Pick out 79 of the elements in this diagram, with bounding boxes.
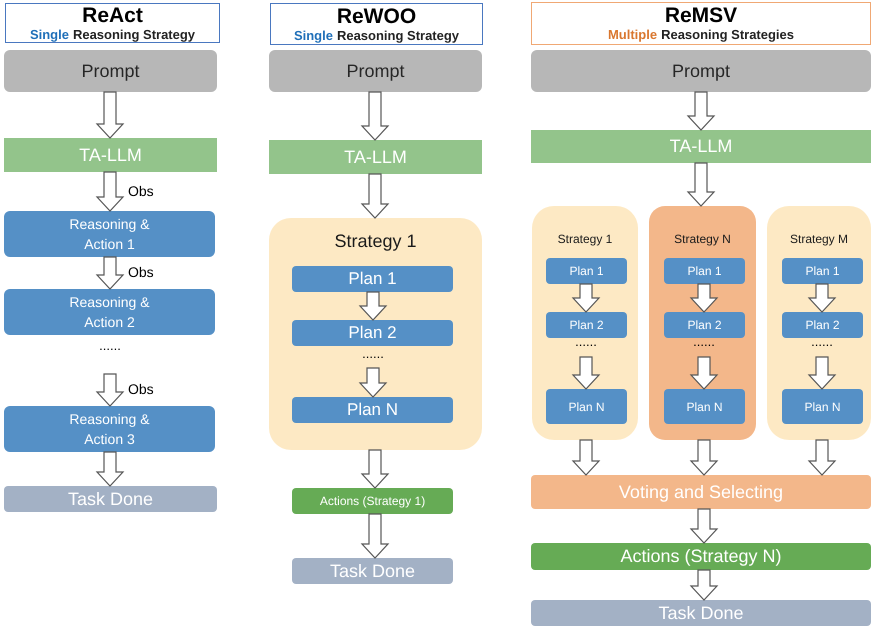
block-arrow <box>360 173 390 219</box>
method-header-box <box>5 3 220 43</box>
plan-box: Plan 2 <box>292 320 453 346</box>
block-arrow <box>360 91 390 141</box>
edge-label: Obs <box>128 381 154 397</box>
block-arrow <box>690 508 718 544</box>
prompt-box: Prompt <box>4 50 217 92</box>
block-arrow <box>358 291 388 321</box>
strategy-title: Strategy M <box>788 231 850 248</box>
plan-box: Plan 2 <box>664 312 745 338</box>
method-title: ReAct <box>82 4 143 26</box>
reasoning-action-box: Reasoning & Action 2 <box>4 289 215 335</box>
ellipsis-dots: ...... <box>99 340 121 352</box>
block-arrow <box>690 356 718 390</box>
block-arrow <box>96 91 124 139</box>
edge-label: Obs <box>128 182 154 198</box>
method-title: ReWOO <box>336 6 416 28</box>
reasoning-action-box: Reasoning & Action 1 <box>4 211 215 257</box>
block-arrow <box>686 91 716 131</box>
plan-box: Plan N <box>664 389 745 424</box>
strategy-title: Strategy N <box>673 231 732 248</box>
voting-box: Voting and Selecting <box>531 475 871 509</box>
block-arrow <box>686 162 716 207</box>
plan-box: Plan 2 <box>782 312 863 338</box>
ellipsis-dots: ...... <box>362 348 384 360</box>
method-header-box <box>531 2 871 45</box>
block-arrow <box>358 367 388 398</box>
strategy-panel <box>269 218 482 450</box>
strategy-title: Strategy 1 <box>556 231 614 248</box>
ellipsis-dots: ...... <box>693 336 715 348</box>
llm-box: TA-LLM <box>531 130 871 163</box>
plan-box: Plan 1 <box>782 258 863 284</box>
block-arrow <box>808 439 836 476</box>
prompt-box: Prompt <box>531 50 871 92</box>
actions-box: Actions (Strategy 1) <box>292 488 453 514</box>
block-arrow <box>808 356 836 390</box>
block-arrow <box>96 256 124 290</box>
strategy-count: Single <box>30 26 69 42</box>
strategy-panel <box>649 206 756 440</box>
plan-box: Plan 2 <box>546 312 627 338</box>
block-arrow <box>360 513 390 559</box>
block-arrow <box>96 451 124 487</box>
plan-box: Plan 1 <box>664 258 745 284</box>
task-done-box: Task Done <box>531 600 871 626</box>
task-done-box: Task Done <box>292 558 453 584</box>
llm-box: TA-LLM <box>269 140 482 174</box>
strategy-panel <box>767 206 871 440</box>
strategy-panel <box>532 206 638 440</box>
block-arrow <box>690 439 718 476</box>
block-arrow <box>572 439 600 476</box>
method-subtitle: Reasoning Strategy <box>72 26 196 42</box>
strategy-count: Multiple <box>608 27 658 42</box>
block-arrow <box>690 283 718 313</box>
block-arrow <box>808 283 836 313</box>
strategy-title: Strategy 1 <box>333 230 418 253</box>
block-arrow <box>96 373 124 407</box>
block-arrow <box>572 283 600 313</box>
llm-box: TA-LLM <box>4 138 217 172</box>
ellipsis-dots: ...... <box>811 336 833 348</box>
edge-label: Obs <box>128 264 154 280</box>
plan-box: Plan 1 <box>292 266 453 292</box>
plan-box: Plan N <box>292 397 453 423</box>
block-arrow <box>96 171 124 212</box>
plan-box: Plan N <box>782 389 863 424</box>
block-arrow <box>690 569 718 601</box>
plan-box: Plan 1 <box>546 258 627 284</box>
method-subtitle: Reasoning Strategies <box>661 27 794 42</box>
prompt-box: Prompt <box>269 50 482 92</box>
block-arrow <box>360 449 390 489</box>
method-header-box <box>270 3 483 45</box>
block-arrow <box>572 356 600 390</box>
strategy-count: Single <box>294 28 333 42</box>
ellipsis-dots: ...... <box>575 336 597 348</box>
plan-box: Plan N <box>546 389 627 424</box>
method-title: ReMSV <box>664 5 738 27</box>
actions-box: Actions (Strategy N) <box>531 543 871 570</box>
reasoning-action-box: Reasoning & Action 3 <box>4 406 215 452</box>
task-done-box: Task Done <box>4 486 217 512</box>
method-subtitle: Reasoning Strategy <box>336 28 460 42</box>
